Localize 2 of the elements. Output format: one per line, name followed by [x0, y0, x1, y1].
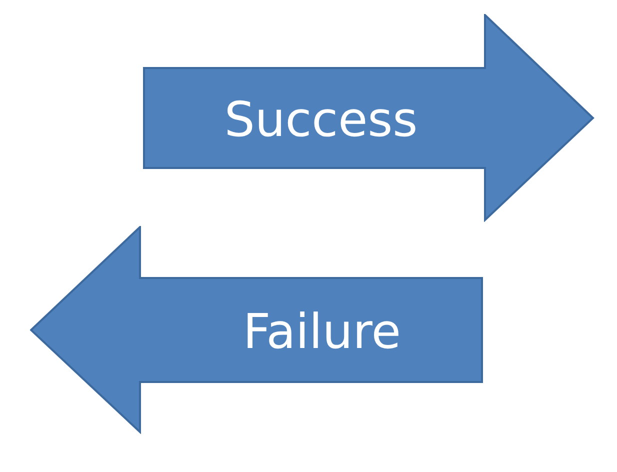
arrow-label: Success [224, 92, 418, 148]
arrow-label: Failure [243, 304, 401, 360]
